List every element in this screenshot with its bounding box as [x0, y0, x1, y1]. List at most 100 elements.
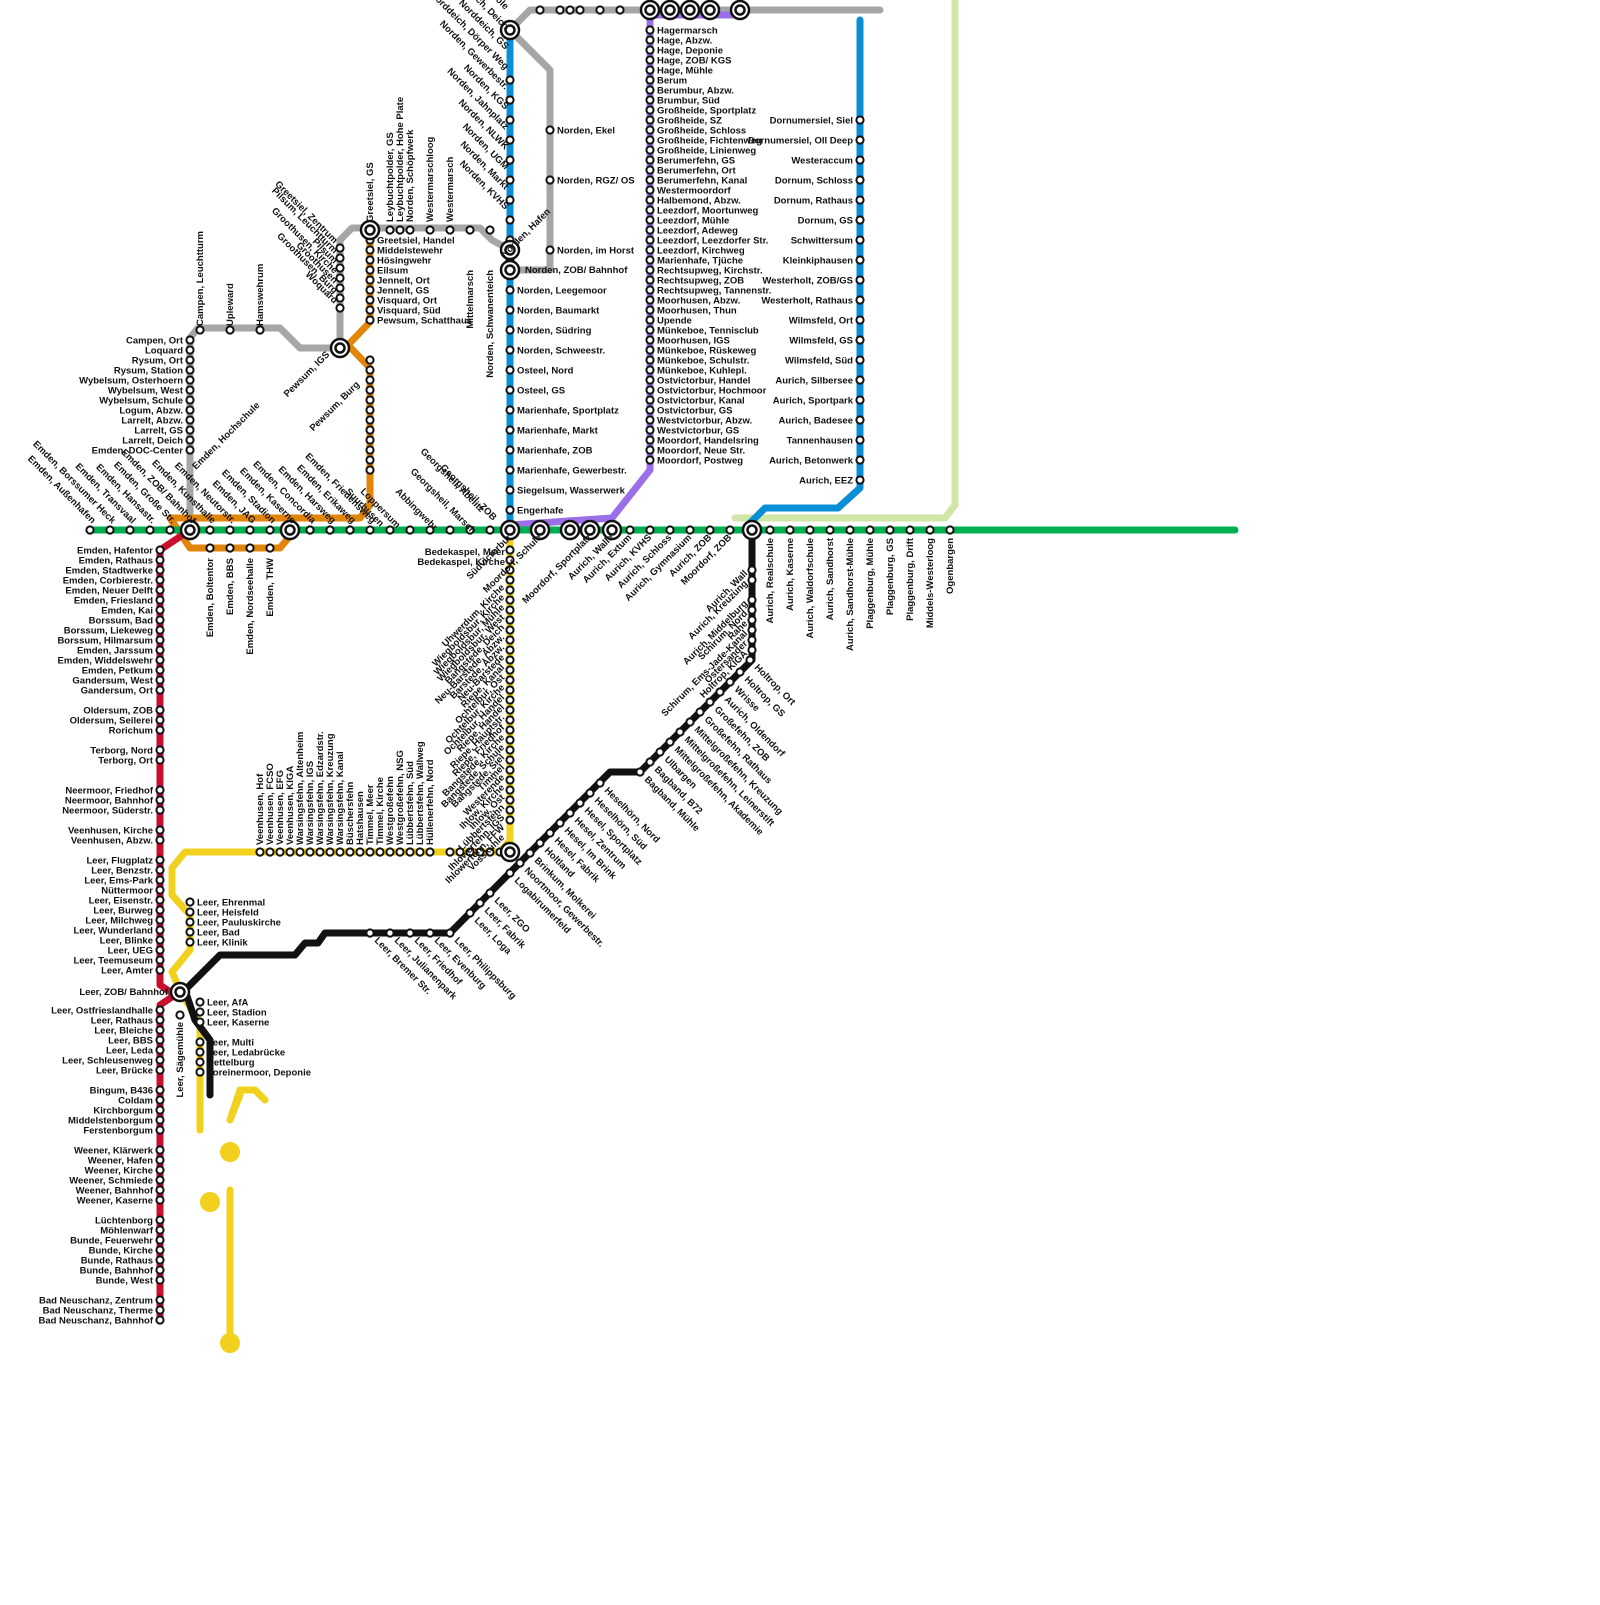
station-marker[interactable] [376, 848, 383, 855]
station-marker[interactable] [406, 526, 413, 533]
station-marker[interactable] [186, 908, 193, 915]
station-marker[interactable] [246, 544, 253, 551]
station-marker[interactable] [506, 656, 513, 663]
station-marker[interactable] [646, 156, 653, 163]
station-marker[interactable] [426, 848, 433, 855]
station-marker[interactable] [186, 346, 193, 353]
station-marker[interactable] [546, 829, 553, 836]
station-marker[interactable] [646, 76, 653, 83]
station-marker[interactable] [506, 766, 513, 773]
station-marker[interactable] [166, 526, 173, 533]
station-marker[interactable] [506, 606, 513, 613]
station-marker[interactable] [646, 296, 653, 303]
station-marker[interactable] [186, 446, 193, 453]
station-marker[interactable] [156, 656, 163, 663]
station-marker[interactable] [576, 799, 583, 806]
station-marker[interactable] [366, 929, 373, 936]
station-marker[interactable] [156, 1126, 163, 1133]
station-marker[interactable] [886, 526, 893, 533]
station-marker[interactable] [506, 586, 513, 593]
station-marker[interactable] [276, 848, 283, 855]
station-marker[interactable] [156, 936, 163, 943]
station-marker[interactable] [156, 676, 163, 683]
station-marker[interactable] [726, 678, 733, 685]
station-marker[interactable] [506, 816, 513, 823]
station-marker[interactable] [446, 848, 453, 855]
station-marker[interactable] [646, 56, 653, 63]
station-marker[interactable] [576, 6, 583, 13]
station-marker[interactable] [526, 849, 533, 856]
station-marker[interactable] [366, 376, 373, 383]
station-marker[interactable] [506, 786, 513, 793]
station-marker[interactable] [748, 636, 755, 643]
station-marker[interactable] [156, 576, 163, 583]
station-marker[interactable] [156, 626, 163, 633]
station-marker[interactable] [646, 346, 653, 353]
station-marker[interactable] [856, 396, 863, 403]
station-marker[interactable] [246, 526, 253, 533]
station-marker[interactable] [666, 738, 673, 745]
station-marker[interactable] [646, 416, 653, 423]
station-marker[interactable] [646, 336, 653, 343]
station-marker[interactable] [726, 526, 733, 533]
station-marker[interactable] [156, 716, 163, 723]
station-marker[interactable] [446, 526, 453, 533]
station-marker[interactable] [646, 526, 653, 533]
station-marker[interactable] [646, 396, 653, 403]
station-marker[interactable] [156, 616, 163, 623]
station-marker[interactable] [156, 1236, 163, 1243]
station-marker[interactable] [156, 1096, 163, 1103]
station-marker[interactable] [156, 1306, 163, 1313]
station-marker[interactable] [856, 156, 863, 163]
station-marker[interactable] [426, 226, 433, 233]
station-marker[interactable] [856, 476, 863, 483]
station-marker[interactable] [506, 616, 513, 623]
station-marker[interactable] [596, 6, 603, 13]
station-marker[interactable] [156, 726, 163, 733]
station-marker[interactable] [366, 396, 373, 403]
station-marker[interactable] [646, 316, 653, 323]
station-marker[interactable] [266, 544, 273, 551]
station-marker[interactable] [346, 526, 353, 533]
station-marker[interactable] [506, 306, 513, 313]
station-marker[interactable] [186, 336, 193, 343]
station-marker[interactable] [266, 848, 273, 855]
station-marker[interactable] [256, 326, 263, 333]
station-marker[interactable] [646, 126, 653, 133]
station-marker[interactable] [366, 848, 373, 855]
station-marker[interactable] [466, 909, 473, 916]
station-marker[interactable] [826, 526, 833, 533]
station-marker[interactable] [196, 1018, 203, 1025]
station-marker[interactable] [156, 1166, 163, 1173]
station-marker[interactable] [856, 416, 863, 423]
station-marker[interactable] [156, 706, 163, 713]
station-marker[interactable] [646, 456, 653, 463]
station-marker[interactable] [856, 436, 863, 443]
station-marker[interactable] [546, 246, 553, 253]
station-marker[interactable] [196, 1058, 203, 1065]
station-marker[interactable] [156, 1256, 163, 1263]
station-marker[interactable] [156, 746, 163, 753]
station-marker[interactable] [506, 506, 513, 513]
station-marker[interactable] [736, 668, 743, 675]
station-marker[interactable] [156, 956, 163, 963]
station-marker[interactable] [206, 544, 213, 551]
station-marker[interactable] [156, 1216, 163, 1223]
station-marker[interactable] [366, 296, 373, 303]
station-marker[interactable] [646, 376, 653, 383]
station-marker[interactable] [748, 606, 755, 613]
station-marker[interactable] [366, 386, 373, 393]
station-marker[interactable] [286, 848, 293, 855]
station-marker[interactable] [748, 566, 755, 573]
station-marker[interactable] [566, 6, 573, 13]
station-marker[interactable] [186, 406, 193, 413]
station-marker[interactable] [506, 486, 513, 493]
station-marker[interactable] [506, 546, 513, 553]
station-marker[interactable] [466, 226, 473, 233]
station-marker[interactable] [186, 356, 193, 363]
station-marker[interactable] [646, 26, 653, 33]
station-marker[interactable] [196, 326, 203, 333]
station-marker[interactable] [156, 1056, 163, 1063]
station-marker[interactable] [156, 806, 163, 813]
station-marker[interactable] [506, 686, 513, 693]
